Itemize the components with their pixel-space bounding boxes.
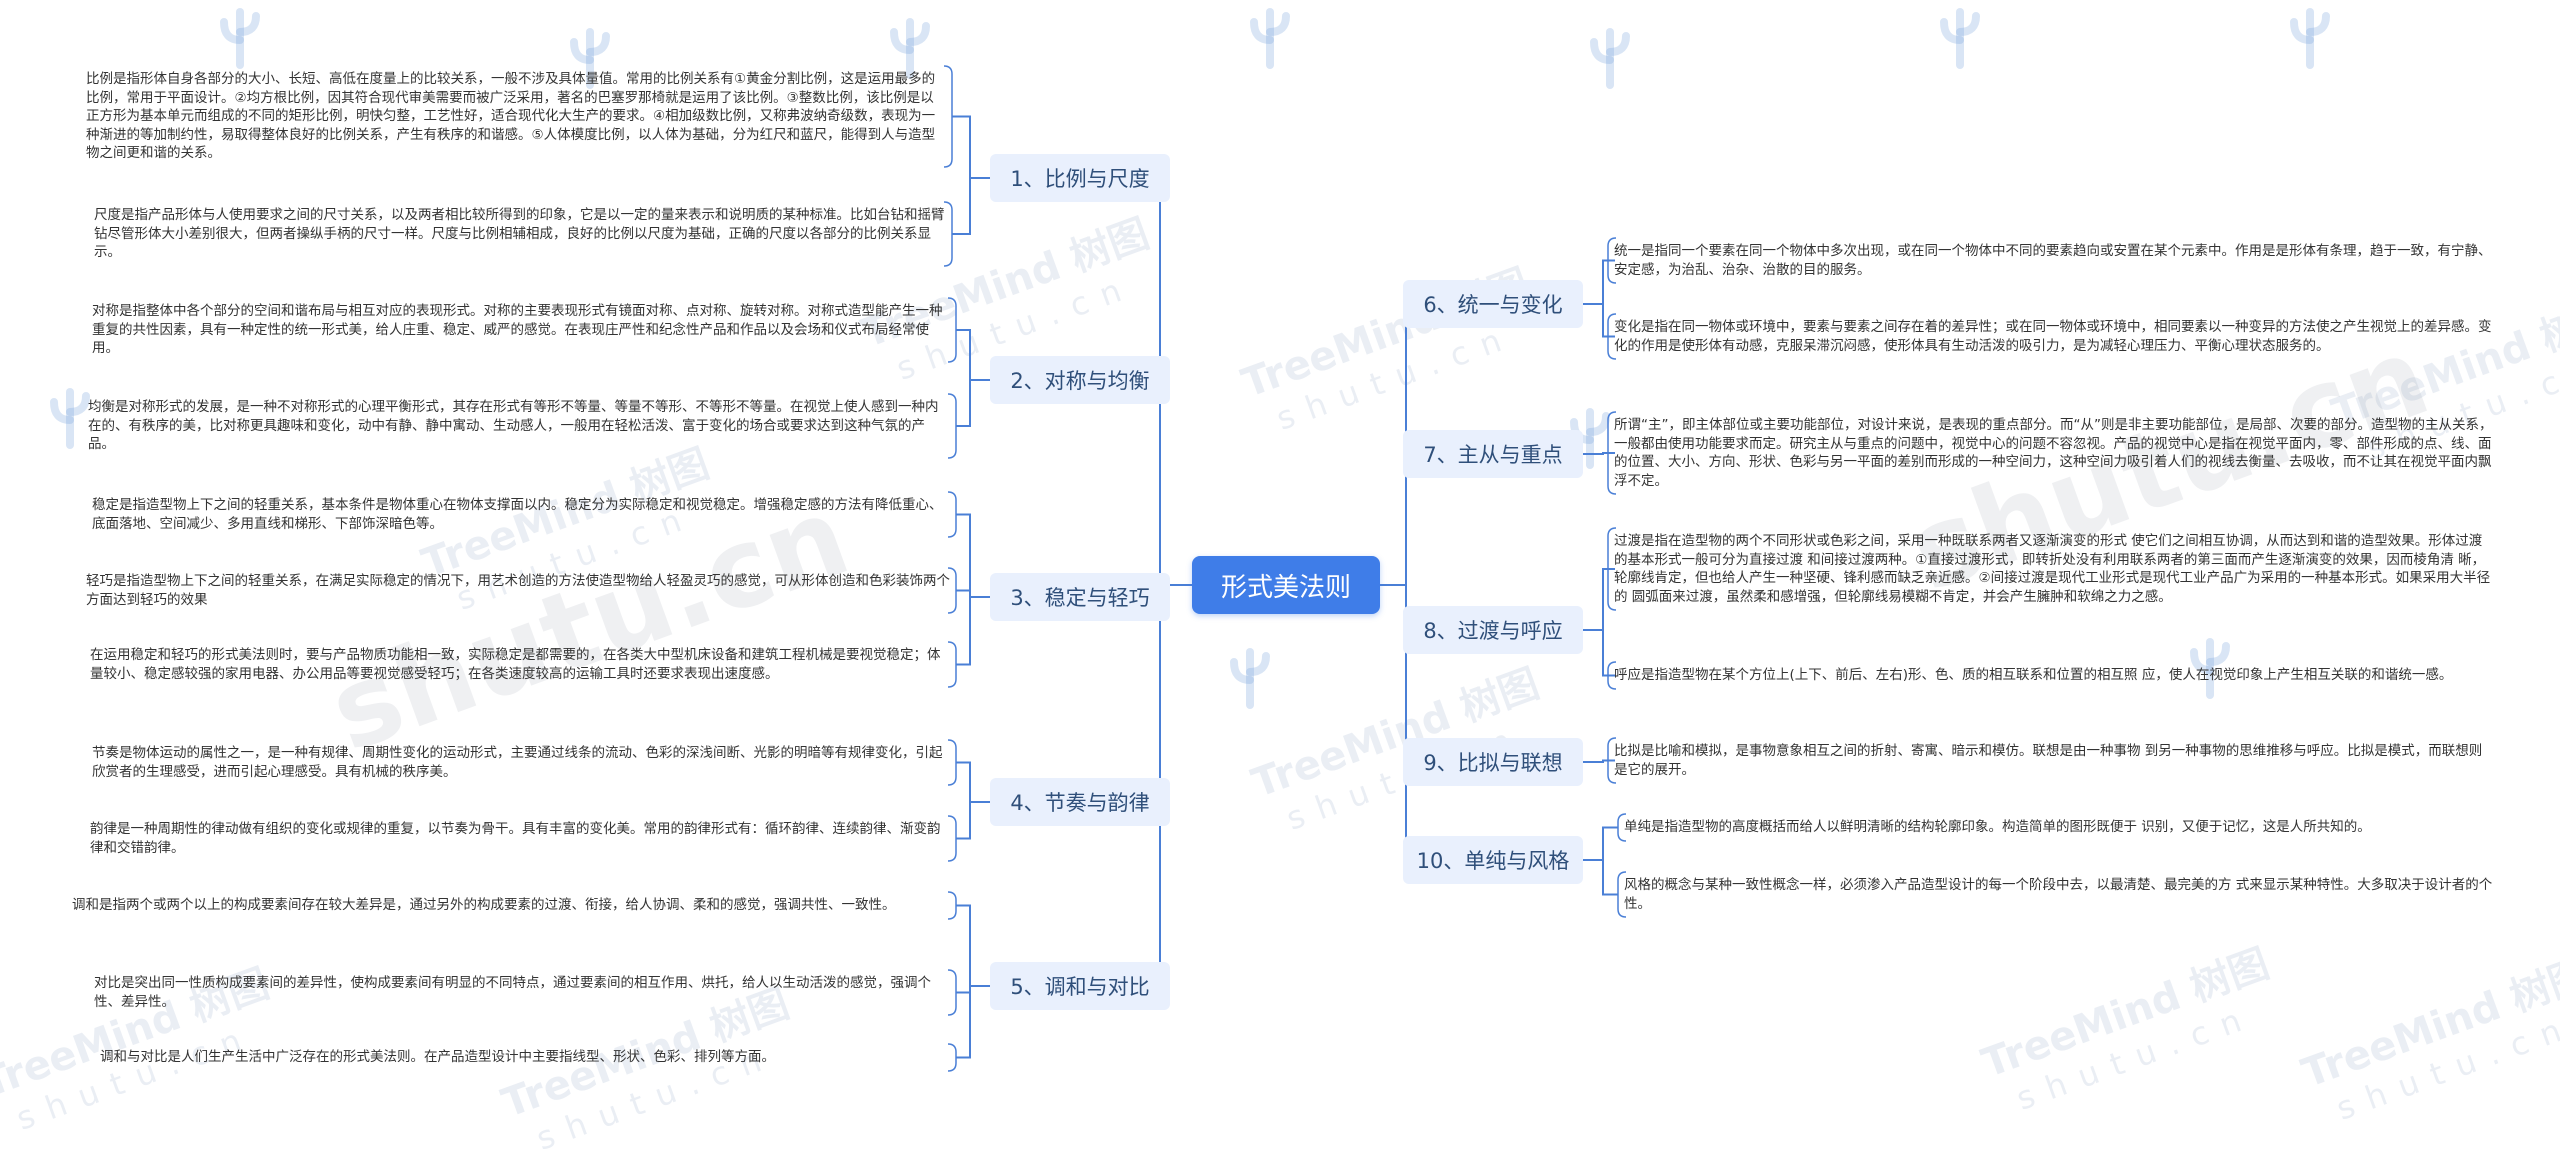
note-link-6-1 xyxy=(1583,259,1615,305)
note-link-5-1 xyxy=(958,904,990,987)
note-link-10-1 xyxy=(1583,826,1615,861)
note-link-5-3 xyxy=(958,985,990,1059)
topic-6[interactable]: 6、统一与变化 xyxy=(1403,280,1583,328)
topic-10[interactable]: 10、单纯与风格 xyxy=(1403,836,1583,884)
note-6-1: 统一是指同一个要素在同一个物体中多次出现，或在同一个物体中不同的要素趋向或安置在… xyxy=(1614,243,2492,278)
note-link-4-1 xyxy=(958,761,990,803)
note-5-2: 对比是突出同一性质构成要素间的差异性，使构成要素间有明显的不同特点，通过要素间的… xyxy=(94,975,931,1010)
topic-9[interactable]: 9、比拟与联想 xyxy=(1403,738,1583,786)
note-link-6-2 xyxy=(1583,303,1615,338)
note-link-10-2 xyxy=(1583,859,1615,896)
note-2-2: 均衡是对称形式的发展，是一种不对称形式的心理平衡形式，其存在形式有等形不等量、等… xyxy=(88,399,939,452)
note-link-2-2 xyxy=(958,379,990,427)
note-link-4-2 xyxy=(958,801,990,840)
note-6-2: 变化是指在同一物体或环境中，要素与要素之间存在着的差异性；或在同一物体或环境中，… xyxy=(1614,319,2492,354)
note-5-3: 调和与对比是人们生产生活中广泛存在的形式美法则。在产品造型设计中主要指线型、形状… xyxy=(100,1049,775,1065)
note-link-8-2 xyxy=(1583,629,1615,677)
note-link-1-2 xyxy=(958,177,990,235)
note-1-1: 比例是指形体自身各部分的大小、长短、高低在度量上的比较关系，一般不涉及具体量值。… xyxy=(86,71,936,161)
note-10-1: 单纯是指造型物的高度概括而给人以鲜明清晰的结构轮廓印象。构造简单的图形既便于 识… xyxy=(1624,819,2371,835)
note-link-3-1 xyxy=(958,513,990,598)
topic-7[interactable]: 7、主从与重点 xyxy=(1403,430,1583,478)
note-1-2: 尺度是指产品形体与人使用要求之间的尺寸关系，以及两者相比较所得到的印象，它是以一… xyxy=(94,207,945,260)
topic-4[interactable]: 4、节奏与韵律 xyxy=(990,778,1170,826)
note-3-2: 轻巧是指造型物上下之间的轻重关系，在满足实际稳定的情况下，用艺术创造的方法使造型… xyxy=(86,573,950,608)
note-4-2: 韵律是一种周期性的律动做有组织的变化或规律的重复，以节奏为骨干。具有丰富的变化美… xyxy=(90,821,941,856)
topic-8[interactable]: 8、过渡与呼应 xyxy=(1403,606,1583,654)
topic-3[interactable]: 3、稳定与轻巧 xyxy=(990,573,1170,621)
note-7-1: 所谓“主”，即主体部位或主要功能部位，对设计来说，是表现的重点部分。而“从”则是… xyxy=(1614,417,2493,489)
root-link-7 xyxy=(1380,453,1407,586)
note-4-1: 节奏是物体运动的属性之一，是一种有规律、周期性变化的运动形式，主要通过线条的流动… xyxy=(92,745,943,780)
note-5-1: 调和是指两个或两个以上的构成要素间存在较大差异是，通过另外的构成要素的过渡、衔接… xyxy=(72,897,896,913)
note-10-2: 风格的概念与某种一致性概念一样，必须渗入产品造型设计的每一个阶段中去，以最清楚、… xyxy=(1624,877,2493,912)
topic-2[interactable]: 2、对称与均衡 xyxy=(990,356,1170,404)
note-3-1: 稳定是指造型物上下之间的轻重关系，基本条件是物体重心在物体支撑面以内。稳定分为实… xyxy=(92,497,943,532)
note-8-1: 过渡是指在造型物的两个不同形状或色彩之间，采用一种既联系两者又逐渐演变的形式 使… xyxy=(1614,533,2491,605)
note-8-2: 呼应是指造型物在某个方位上(上下、前后、左右)形、色、质的相互联系和位置的相互照… xyxy=(1614,667,2453,683)
note-2-1: 对称是指整体中各个部分的空间和谐布局与相互对应的表现形式。对称的主要表现形式有镜… xyxy=(92,303,943,356)
root-link-2 xyxy=(1159,379,1192,586)
note-link-1-1 xyxy=(958,115,990,179)
note-3-3: 在运用稳定和轻巧的形式美法则时，要与产品物质功能相一致，实际稳定是都需要的，在各… xyxy=(90,647,941,682)
topic-1[interactable]: 1、比例与尺度 xyxy=(990,154,1170,202)
note-9-1: 比拟是比喻和模拟，是事物意象相互之间的折射、寄寓、暗示和模仿。联想是由一种事物 … xyxy=(1614,743,2483,778)
topic-5[interactable]: 5、调和与对比 xyxy=(990,962,1170,1010)
note-link-8-1 xyxy=(1583,568,1615,631)
root-topic[interactable]: 形式美法则 xyxy=(1192,556,1380,614)
note-link-2-1 xyxy=(958,329,990,381)
note-link-3-3 xyxy=(958,596,990,666)
